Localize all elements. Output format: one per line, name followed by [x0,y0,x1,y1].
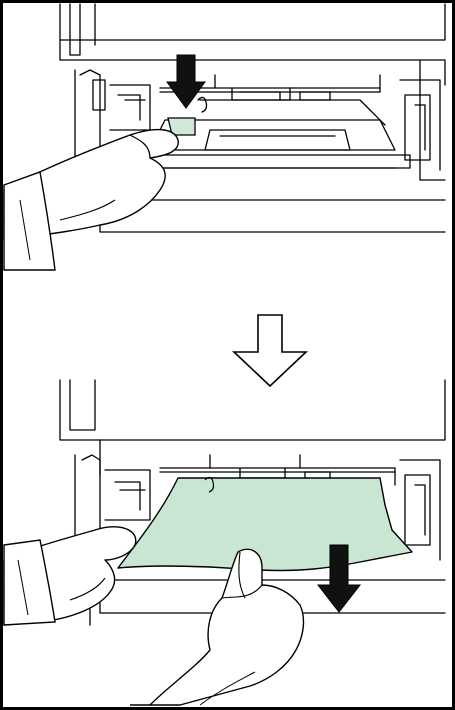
printer-body [60,4,445,85]
hand-bottom-right [150,549,303,705]
push-arrow-icon [167,55,205,108]
hollow-down-arrow-icon [234,315,306,386]
jammed-paper [118,478,412,571]
